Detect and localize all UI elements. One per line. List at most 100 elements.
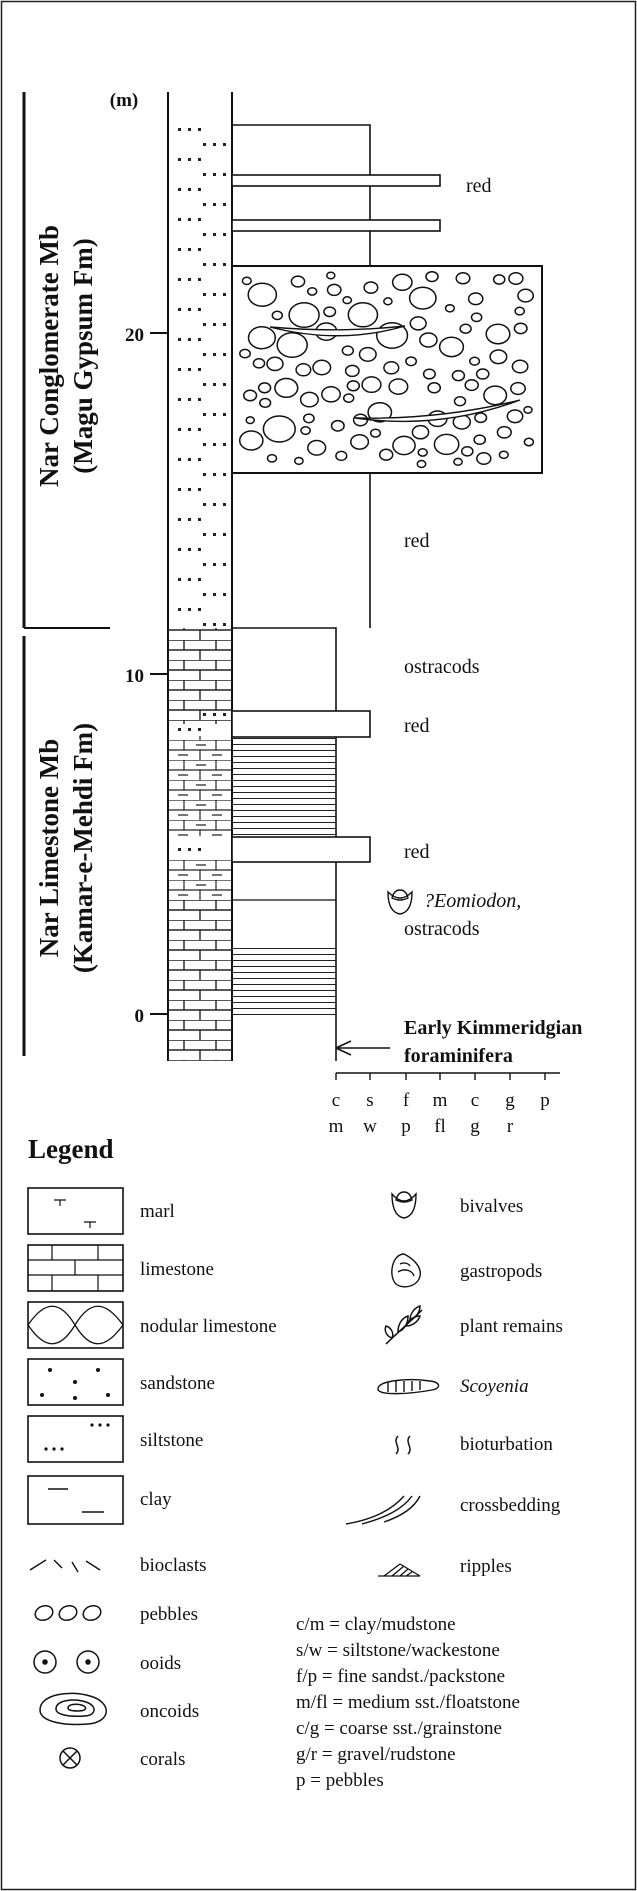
bivalves-icon <box>391 1191 417 1219</box>
pebble <box>245 416 255 425</box>
annotation-eomiodon: ?Eomiodon, <box>424 890 521 912</box>
pebble <box>474 412 488 424</box>
grain-scale-top-label: p <box>540 1090 550 1111</box>
legend-oncoids-label: oncoids <box>140 1701 199 1722</box>
member-labels: Nar Conglomerate Mb (Magu Gypsum Fm) Nar… <box>22 92 110 1056</box>
pebble <box>425 270 439 283</box>
legend-limestone-label: limestone <box>140 1259 214 1280</box>
oncoids-icon <box>39 1692 107 1726</box>
pebble <box>489 349 508 365</box>
pebble <box>367 401 393 423</box>
pebble <box>485 323 511 345</box>
corals-icon <box>59 1747 81 1769</box>
pebble <box>274 377 299 399</box>
pebble <box>433 433 460 456</box>
annotation-red-3: red <box>404 715 430 737</box>
grain-scale-top-label: g <box>505 1090 515 1111</box>
pebble <box>464 379 479 392</box>
red-bed-1 <box>231 174 441 187</box>
annotation-ostracods-2: ostracods <box>404 918 480 940</box>
pebble <box>276 331 308 359</box>
grain-scale-bottom-label: fl <box>434 1116 446 1137</box>
abbreviation-line: p = pebbles <box>296 1770 384 1791</box>
pebble <box>239 348 251 359</box>
siltstone-bed-1 <box>168 712 232 736</box>
pebble <box>476 452 492 465</box>
pebble <box>416 459 427 469</box>
legend-siltstone-label: siltstone <box>140 1430 203 1451</box>
pebble <box>383 361 400 375</box>
ooids-icon <box>33 1650 100 1674</box>
legend-plant-remains: plant remains <box>384 1304 563 1345</box>
pebble <box>346 380 361 392</box>
pebble <box>473 434 487 446</box>
pebble <box>241 276 252 286</box>
marl-interval-2 <box>168 860 232 900</box>
pebble <box>369 428 382 438</box>
pebble <box>266 453 278 463</box>
conglomerate-unit <box>231 265 543 474</box>
legend-bioturbation: bioturbation <box>395 1434 553 1455</box>
red-bed-2 <box>231 219 441 232</box>
legend-bioclasts-label: bioclasts <box>140 1555 207 1576</box>
pebble <box>257 382 272 394</box>
pebble <box>358 346 377 362</box>
pebble <box>483 385 508 406</box>
pebble <box>451 369 466 382</box>
depth-tick-10: 10 <box>125 666 144 687</box>
pebble <box>513 322 528 335</box>
legend-scoyenia-label: Scoyenia <box>460 1376 529 1397</box>
pebble <box>323 306 337 318</box>
red-bed-4 <box>231 836 371 863</box>
grain-scale-top-label: c <box>471 1090 479 1111</box>
siltstone-interval-red <box>168 473 232 628</box>
bivalve-icon <box>387 889 413 915</box>
legend-gastropods-label: gastropods <box>460 1261 542 1282</box>
pebble <box>350 433 370 450</box>
pebble <box>262 415 296 443</box>
pebble <box>508 272 524 285</box>
pebble <box>453 396 467 407</box>
pebble <box>247 325 277 350</box>
siltstone-interval-upper <box>168 125 232 266</box>
pebble <box>388 378 409 395</box>
legend-bioclasts: bioclasts <box>29 1555 207 1576</box>
scoyenia-icon <box>377 1379 440 1395</box>
pebble <box>342 296 353 305</box>
pebble <box>408 286 437 310</box>
crossbed-lens-1 <box>269 325 406 337</box>
pebble <box>444 303 456 313</box>
legend-limestone: limestone <box>27 1244 214 1292</box>
annotation-red-1: red <box>466 175 492 197</box>
marl-interval-1 <box>168 736 232 836</box>
legend-nodular-limestone-label: nodular limestone <box>140 1316 277 1337</box>
age-arrow <box>335 1040 390 1056</box>
pebble <box>363 281 379 294</box>
pebble <box>455 272 471 285</box>
pebble <box>392 435 416 456</box>
member-lower-name: Nar Limestone Mb <box>34 739 64 957</box>
abbreviation-line: c/g = coarse sst./grainstone <box>296 1718 502 1739</box>
pebble <box>467 292 484 306</box>
laminated-interval-2 <box>232 945 336 1015</box>
pebble <box>506 409 524 424</box>
grain-scale-bottom-label: r <box>507 1116 514 1137</box>
pebble <box>405 356 418 367</box>
pebble <box>326 283 342 297</box>
member-upper-name: Nar Conglomerate Mb <box>34 225 64 487</box>
legend-clay-label: clay <box>140 1489 172 1510</box>
member-upper-formation: (Magu Gypsum Fm) <box>68 238 98 474</box>
grain-scale-top-label: m <box>433 1090 448 1111</box>
legend-gastropods: gastropods <box>391 1253 542 1288</box>
limestone-interval-ostracods <box>168 628 232 724</box>
pebble <box>300 425 311 436</box>
legend-crossbedding: crossbedding <box>345 1495 561 1525</box>
pebble <box>341 345 355 356</box>
pebble <box>247 282 278 307</box>
abbreviation-line: m/fl = medium sst./floatstone <box>296 1692 520 1713</box>
crossbedding-icon <box>345 1495 421 1525</box>
legend-ooids: ooids <box>33 1650 181 1674</box>
